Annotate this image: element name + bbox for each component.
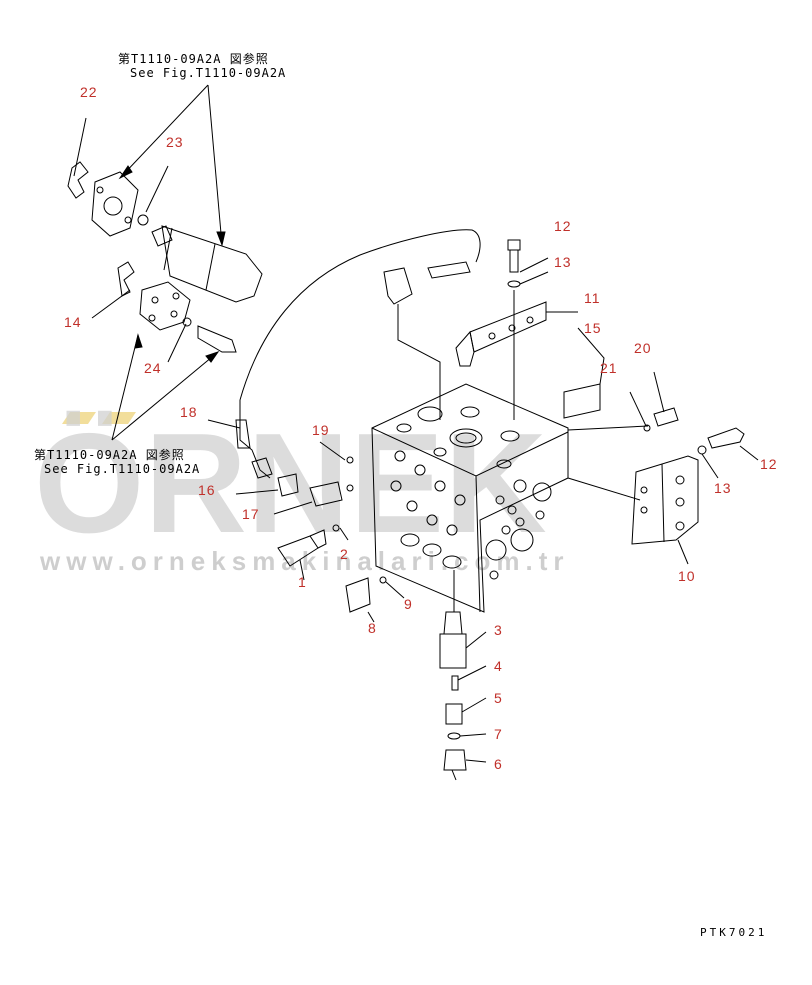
part-8 <box>345 577 371 613</box>
part-number-10: 10 <box>678 568 696 584</box>
drawing-lines <box>67 84 759 781</box>
watermark: ÖRNEK www.orneksmakinalari.com.tr <box>34 404 570 576</box>
ref-arrow-line <box>119 84 209 179</box>
label-plate <box>563 383 601 419</box>
part-number-17: 17 <box>242 506 260 522</box>
part-17 <box>309 481 343 507</box>
part-number-4: 4 <box>494 658 503 674</box>
part-7 <box>447 732 461 740</box>
part-number-8: 8 <box>368 620 377 636</box>
plate-part <box>139 281 191 331</box>
part-16 <box>277 473 299 497</box>
watermark-accent-right <box>102 412 136 424</box>
clip-part <box>67 161 89 199</box>
part-number-1: 1 <box>298 574 307 590</box>
bracket-10 <box>631 455 699 545</box>
part-3 <box>439 633 467 669</box>
part-number-21: 21 <box>600 360 618 376</box>
bracket-part <box>469 301 547 353</box>
part-number-14: 14 <box>64 314 82 330</box>
valve-block <box>371 383 569 613</box>
part-number-23: 23 <box>166 134 184 150</box>
part-number-9: 9 <box>404 596 413 612</box>
part-4 <box>451 675 459 691</box>
part-number-19: 19 <box>312 422 330 438</box>
part-number-20: 20 <box>634 340 652 356</box>
ref-arrow-line <box>207 84 223 246</box>
watermark-url: www.orneksmakinalari.com.tr <box>39 546 570 576</box>
part-6 <box>443 749 467 771</box>
valve-part <box>197 325 237 353</box>
reference-top-line2: See Fig.T1110-09A2A <box>130 66 287 80</box>
reference-left-line2: See Fig.T1110-09A2A <box>44 462 201 476</box>
sensor-part <box>235 419 251 449</box>
part-number-18: 18 <box>180 404 198 420</box>
part-number-6: 6 <box>494 756 503 772</box>
part-number-13-right: 13 <box>714 480 732 496</box>
ref-arrow-line <box>111 351 219 441</box>
part-number-11: 11 <box>584 290 601 306</box>
reference-left-line1: 第T1110-09A2A 図参照 <box>34 448 185 462</box>
part-number-2: 2 <box>340 546 349 562</box>
part-number-13-top: 13 <box>554 254 572 270</box>
drawing-code: PTK7021 <box>700 926 768 939</box>
wire-harness <box>239 229 481 401</box>
watermark-accent-left <box>62 412 96 424</box>
connector-plug <box>383 267 413 305</box>
o-ring <box>137 214 149 226</box>
flange-part <box>91 171 139 237</box>
part-number-24: 24 <box>144 360 162 376</box>
solenoid-body <box>161 225 263 303</box>
part-number-15: 15 <box>584 320 602 336</box>
part-number-16: 16 <box>198 482 216 498</box>
ref-arrow-line <box>111 334 139 441</box>
part-number-7: 7 <box>494 726 503 742</box>
part-number-12-top: 12 <box>554 218 572 234</box>
part-number-3: 3 <box>494 622 503 638</box>
watermark-brand: ÖRNEK <box>34 404 547 563</box>
part-5 <box>445 703 463 725</box>
part-number-12-right: 12 <box>760 456 778 472</box>
part-number-5: 5 <box>494 690 503 706</box>
part-number-22: 22 <box>80 84 98 100</box>
reference-top-line1: 第T1110-09A2A 図参照 <box>118 52 269 66</box>
